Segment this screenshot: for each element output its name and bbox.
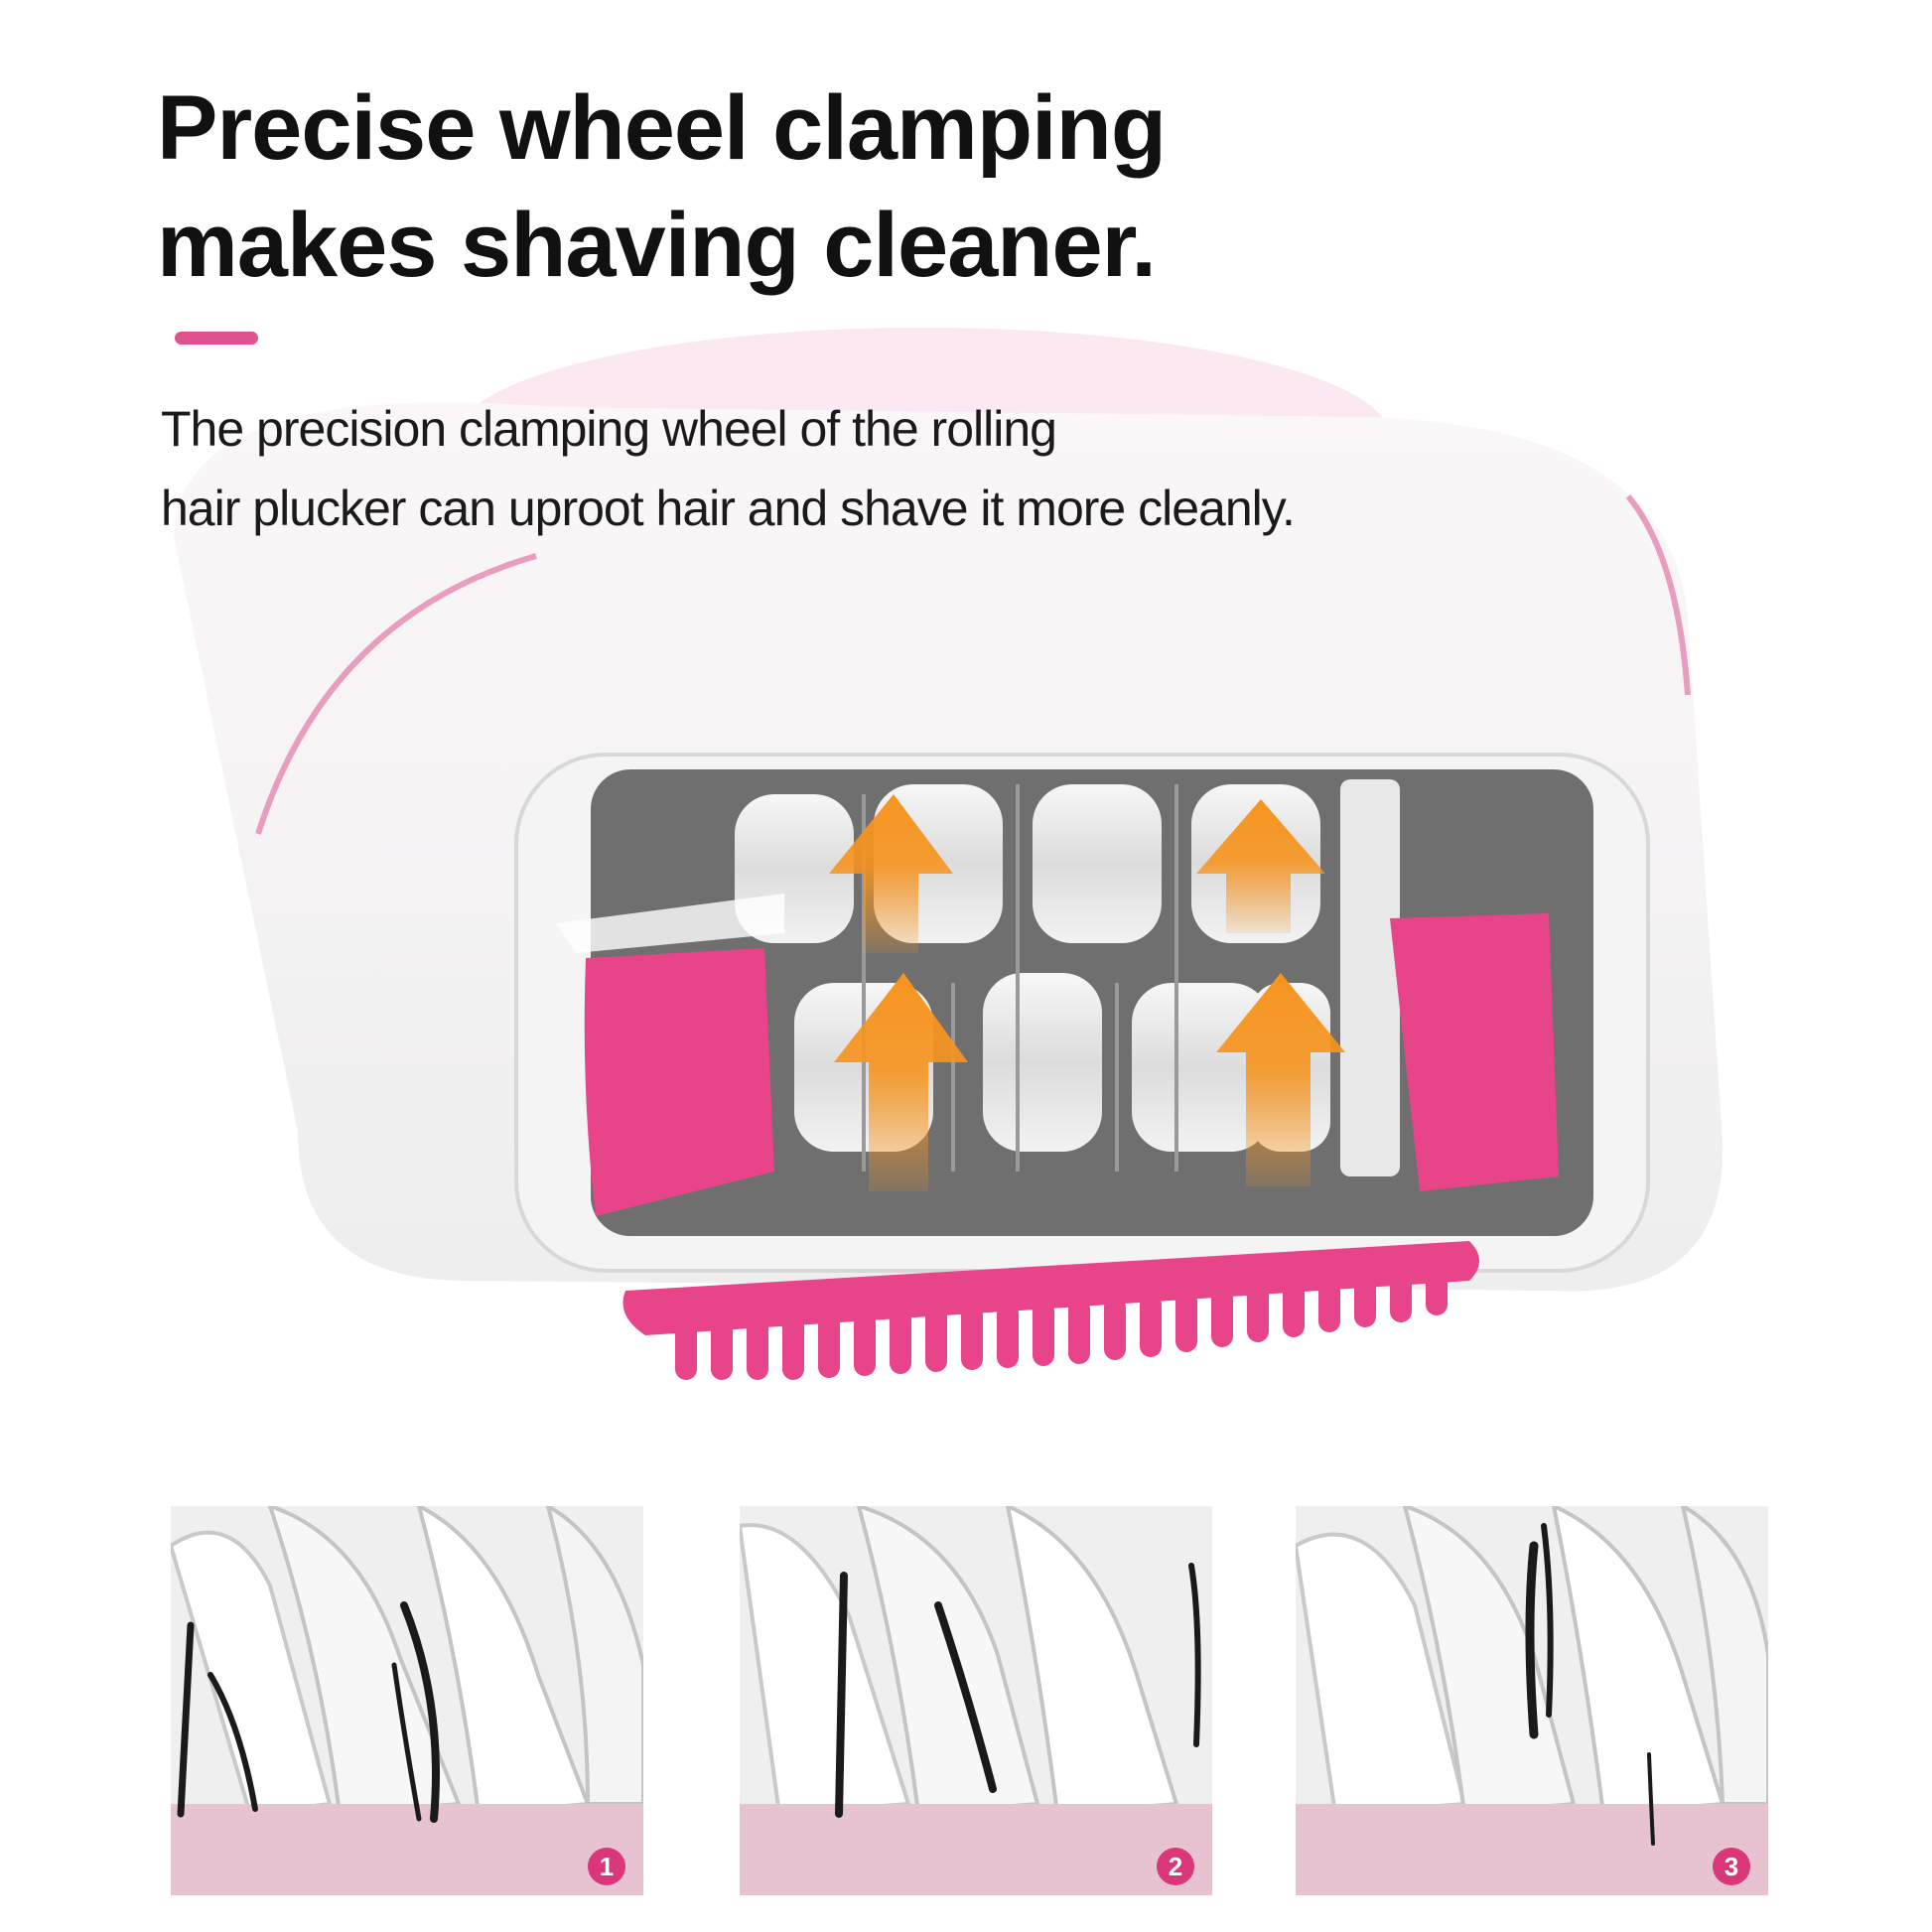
description-line-2: hair plucker can uproot hair and shave i… [161, 481, 1296, 536]
device-rim-right [1625, 494, 1691, 696]
pink-pad-right [1390, 913, 1559, 1191]
step-panel-2: 2 [740, 1506, 1212, 1895]
headline-line-2: makes shaving cleaner. [157, 195, 1157, 296]
arrow-up-1 [829, 794, 953, 953]
headline-line-1: Precise wheel clamping [157, 77, 1167, 179]
description-line-1: The precision clamping wheel of the roll… [161, 401, 1057, 457]
comb-teeth [675, 1270, 1448, 1380]
device-rim-left [255, 553, 537, 835]
pink-comb [622, 1241, 1479, 1380]
arrow-up-3 [1196, 799, 1325, 933]
accent-divider [175, 332, 258, 345]
step-panel-3: 3 [1296, 1506, 1768, 1895]
pink-pad-left [584, 948, 774, 1216]
motion-arrows [829, 794, 1345, 1191]
step-number-badge: 1 [588, 1848, 625, 1885]
step-number-badge: 2 [1157, 1848, 1194, 1885]
step-3-illustration [1296, 1506, 1768, 1895]
arrow-up-2 [834, 973, 968, 1191]
step-1-illustration [171, 1506, 643, 1895]
step-2-illustration [740, 1506, 1212, 1895]
epilator-illustration [174, 328, 1724, 1380]
headline: Precise wheel clamping makes shaving cle… [157, 69, 1448, 304]
step-number-badge: 3 [1713, 1848, 1750, 1885]
step-panel-1: 1 [171, 1506, 643, 1895]
arrow-up-4 [1216, 973, 1345, 1186]
description: The precision clamping wheel of the roll… [161, 389, 1551, 548]
